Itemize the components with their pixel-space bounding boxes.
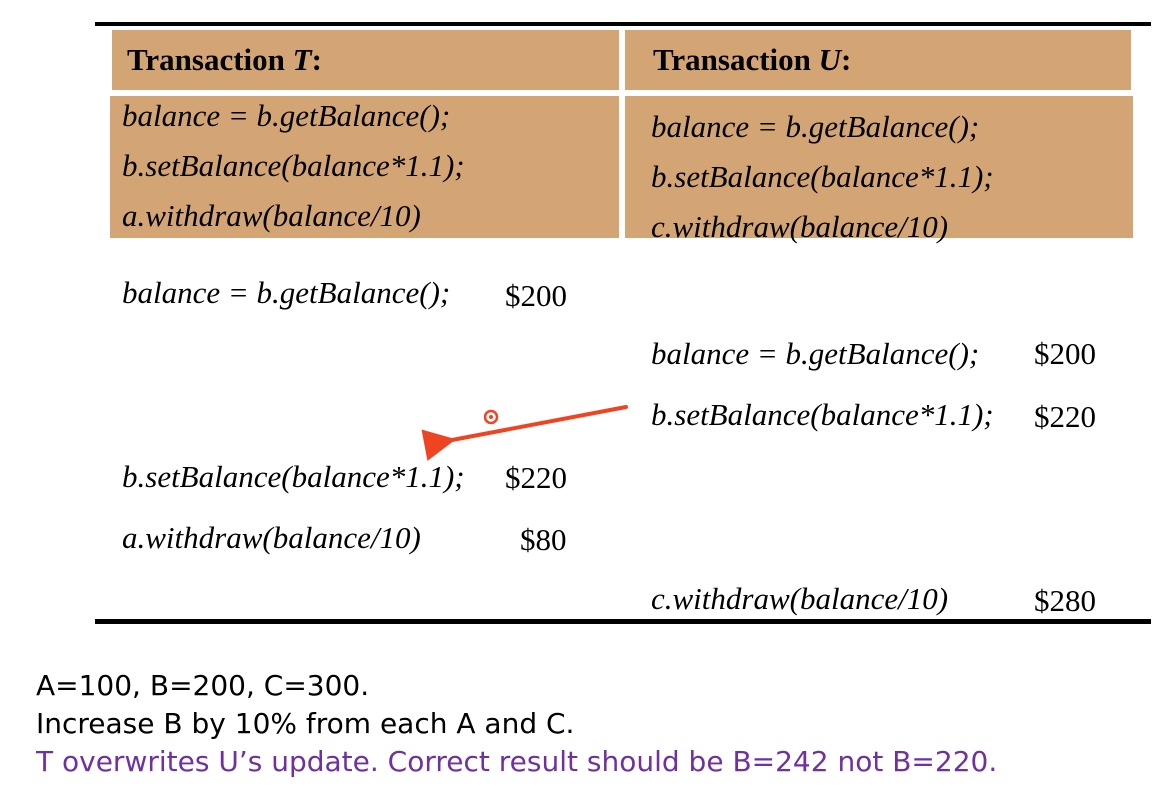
code-line: b.setBalance(balance*1.1); — [122, 148, 465, 183]
note-initial-values: A=100, B=200, C=300. — [36, 669, 370, 702]
transaction-t-header: Transaction T: — [112, 30, 619, 90]
code-line: balance = b.getBalance(); — [122, 98, 451, 133]
transaction-t-colon: : — [311, 42, 322, 77]
code-line: b.setBalance(balance*1.1); — [651, 159, 994, 194]
transaction-u-prefix: Transaction — [653, 42, 819, 77]
step-t1-value: $200 — [505, 278, 567, 313]
pointer-dot-icon — [483, 409, 499, 425]
transaction-u-colon: : — [841, 42, 852, 77]
transaction-u-code: balance = b.getBalance(); b.setBalance(b… — [625, 96, 1133, 242]
table-bottom-rule — [95, 619, 1151, 624]
code-line: c.withdraw(balance/10) — [651, 209, 949, 244]
transaction-u-name: U — [818, 42, 842, 77]
step-t2-value: $220 — [505, 460, 567, 495]
step-t1-op: balance = b.getBalance(); — [122, 275, 451, 310]
table-top-rule — [95, 22, 1151, 26]
overwrite-arrow — [421, 405, 628, 461]
transaction-t-code: balance = b.getBalance(); b.setBalance(b… — [110, 96, 619, 238]
transaction-t-prefix: Transaction — [127, 42, 293, 77]
code-line: balance = b.getBalance(); — [651, 109, 980, 144]
step-t2-op: b.setBalance(balance*1.1); — [122, 459, 465, 494]
transaction-u-header: Transaction U: — [625, 30, 1131, 90]
step-t3-value: $80 — [520, 522, 567, 557]
transaction-t-title: Transaction T: — [127, 42, 322, 78]
step-u2-value: $220 — [1034, 399, 1096, 434]
step-u3-op: c.withdraw(balance/10) — [651, 581, 949, 616]
code-line: a.withdraw(balance/10) — [122, 198, 421, 233]
note-conclusion: T overwrites U’s update. Correct result … — [36, 745, 998, 778]
step-u2-op: b.setBalance(balance*1.1); — [651, 397, 994, 432]
note-operation: Increase B by 10% from each A and C. — [36, 707, 575, 740]
step-u1-value: $200 — [1034, 336, 1096, 371]
step-u3-value: $280 — [1034, 583, 1096, 618]
step-t3-op: a.withdraw(balance/10) — [122, 520, 421, 555]
transaction-t-name: T — [292, 42, 312, 77]
transaction-u-title: Transaction U: — [653, 42, 851, 78]
step-u1-op: balance = b.getBalance(); — [651, 336, 980, 371]
